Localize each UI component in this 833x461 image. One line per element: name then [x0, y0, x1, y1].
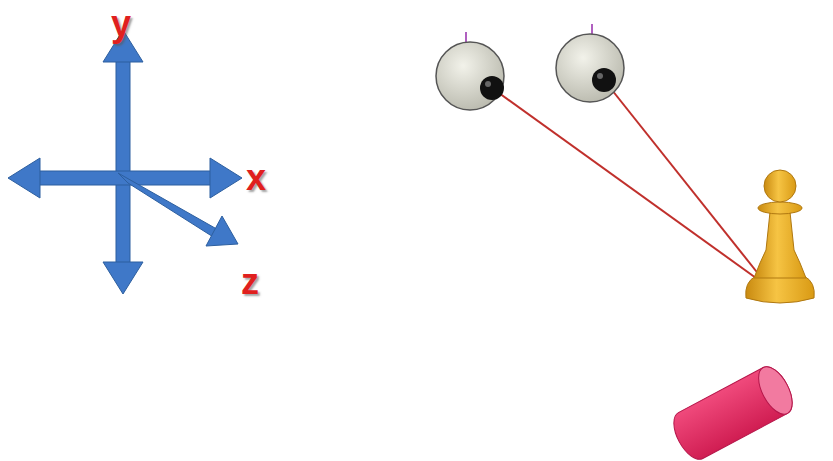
axis-arrows — [8, 30, 242, 294]
cylinder — [667, 361, 799, 461]
axis-label: y — [111, 6, 131, 42]
pawn — [746, 170, 815, 303]
axis-label: z — [241, 264, 259, 300]
sight-lines — [492, 80, 760, 278]
eye — [436, 32, 504, 110]
axis-label: x — [246, 160, 266, 196]
eye — [556, 24, 624, 102]
